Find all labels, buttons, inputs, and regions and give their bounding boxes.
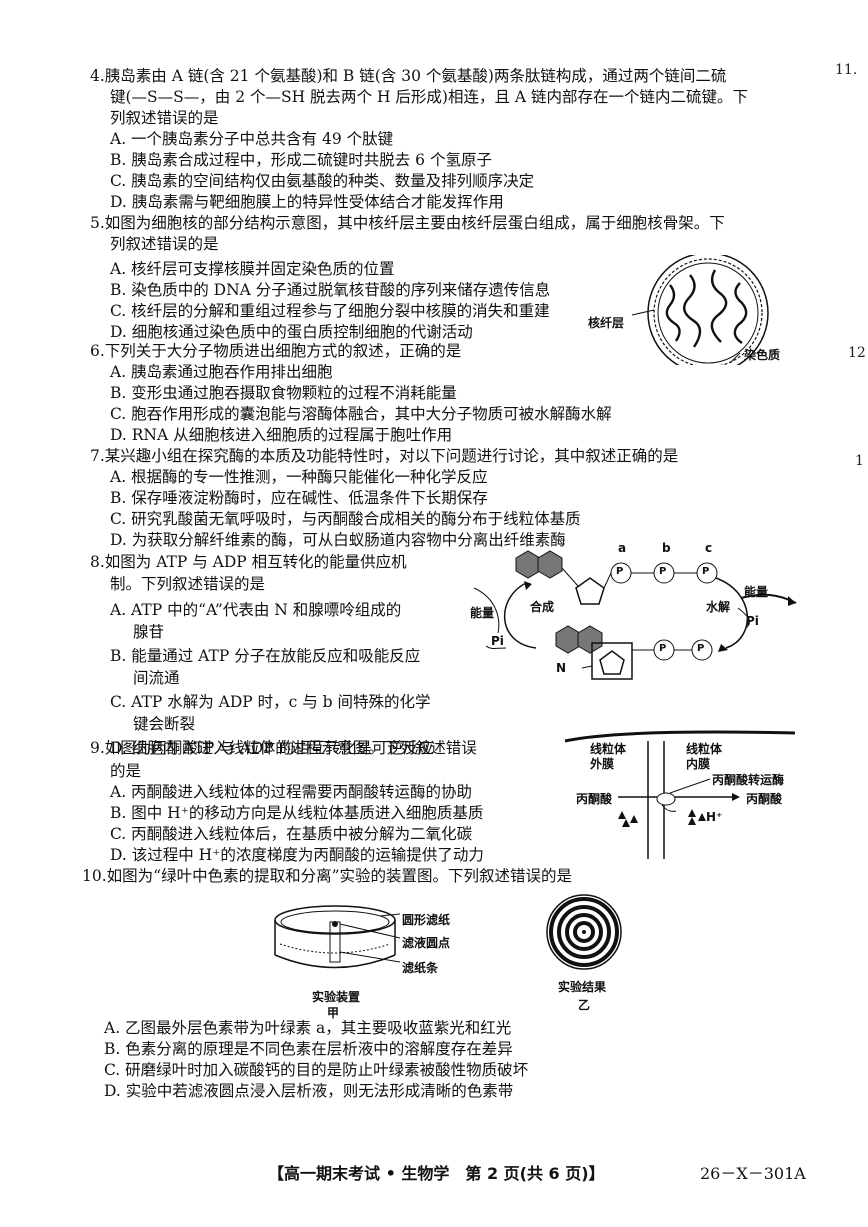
q10-options: A. 乙图最外层色素带为叶绿素 a，其主要吸收蓝紫光和红光 B. 色素分离的原理… — [104, 1018, 528, 1102]
atp-phosphate-2: P — [659, 566, 667, 577]
atp-energy-right: 能量 — [744, 585, 769, 599]
q4-stem-1: 4.胰岛素由 A 链(含 21 个氨基酸)和 B 链(含 30 个氨基酸)两条肽… — [90, 67, 727, 85]
q10-option-a: A. 乙图最外层色素带为叶绿素 a，其主要吸收蓝紫光和红光 — [104, 1019, 512, 1037]
q5-option-c: C. 核纤层的分解和重组过程参与了细胞分裂中核膜的消失和重建 — [110, 302, 550, 320]
q8-option-c-1: C. ATP 水解为 ADP 时，c 与 b 间特殊的化学 — [110, 693, 431, 711]
setup-caption: 实验装置 — [312, 990, 361, 1004]
chromatography-setup — [274, 905, 400, 969]
q10-option-c: C. 研磨绿叶时加入碳酸钙的目的是防止叶绿素被酸性物质破坏 — [104, 1061, 529, 1079]
atp-adp-diagram — [473, 550, 797, 680]
q10-stem: 10.如图为“绿叶中色素的提取和分离”实验的装置图。下列叙述错误的是 — [82, 867, 573, 885]
atp-label-b: b — [662, 541, 671, 555]
atp-synthesis-label: 合成 — [530, 600, 555, 614]
adp-n-label: N — [556, 661, 567, 675]
question-6: 6.下列关于大分子物质进出细胞方式的叙述，正确的是 A. 胰岛素通过胞吞作用排出… — [90, 341, 612, 446]
question-8: 8.如图为 ATP 与 ADP 相互转化的能量供应机 制。下列叙述错误的是 A.… — [90, 551, 434, 759]
mito-enzyme-label: 丙酮酸转运酶 — [712, 773, 785, 787]
setup-jia: 甲 — [327, 1006, 340, 1020]
q8-option-d: D. 细胞内 ATP 与 ADP 的相互转化是可逆反应 — [110, 739, 434, 757]
q7-option-c: C. 研究乳酸菌无氧呼吸时，与丙酮酸合成相关的酶分布于线粒体基质 — [110, 510, 581, 528]
q4-stem-2: 键(—S—S—，由 2 个—SH 脱去两个 H 后形成)相连，且 A 链内部存在… — [110, 88, 749, 106]
mito-inner-label: 线粒体内膜 — [686, 742, 723, 771]
q7-stem: 7.某兴趣小组在探究酶的本质及功能特性时，对以下问题进行讨论，其中叙述正确的是 — [90, 447, 679, 465]
q7-option-a: A. 根据酶的专一性推测，一种酶只能催化一种化学反应 — [110, 468, 488, 486]
q6-option-a: A. 胰岛素通过胞吞作用排出细胞 — [110, 363, 333, 381]
adp-phosphate-1: P — [659, 643, 667, 654]
q9-option-b: B. 图中 H⁺的移动方向是从线粒体基质进入细胞质基质 — [110, 804, 484, 822]
q8-stem-1: 8.如图为 ATP 与 ADP 相互转化的能量供应机 — [90, 553, 407, 571]
q8-option-b-1: B. 能量通过 ATP 分子在放能反应和吸能反应 — [110, 647, 421, 665]
q6-option-b: B. 变形虫通过胞吞摄取食物颗粒的过程不消耗能量 — [110, 384, 457, 402]
q5-option-a: A. 核纤层可支撑核膜并固定染色质的位置 — [110, 260, 395, 278]
atp-hydrolysis-label: 水解 — [706, 600, 731, 614]
question-5: 5.如图为细胞核的部分结构示意图，其中核纤层主要由核纤层蛋白组成，属于细胞核骨架… — [90, 213, 725, 343]
q5-stem-2: 列叙述错误的是 — [110, 235, 219, 253]
question-10: 10.如图为“绿叶中色素的提取和分离”实验的装置图。下列叙述错误的是 — [82, 866, 572, 887]
adp-phosphate-2: P — [697, 643, 705, 654]
q4-stem-3: 列叙述错误的是 — [110, 109, 219, 127]
q4-option-b: B. 胰岛素合成过程中，形成二硫键时共脱去 6 个氢原子 — [110, 151, 492, 169]
page-footer-title: 【高一期末考试 • 生物学 第 2 页(共 6 页)】 — [268, 1164, 605, 1183]
result-caption: 实验结果 — [558, 980, 607, 994]
q8-option-b-2: 间流通 — [133, 669, 180, 687]
edge-mark-mid: 12 — [848, 345, 866, 361]
q8-option-c-2: 键会断裂 — [133, 715, 196, 733]
edge-mark-lower: 1 — [855, 453, 864, 469]
setup-filter-paper-label: 圆形滤纸 — [402, 913, 451, 927]
question-7: 7.某兴趣小组在探究酶的本质及功能特性时，对以下问题进行讨论，其中叙述正确的是 … — [90, 446, 678, 551]
page-footer-code: 26－X－301A — [700, 1164, 806, 1183]
q9-option-c: C. 丙酮酸进入线粒体后，在基质中被分解为二氧化碳 — [110, 825, 473, 843]
atp-phosphate-1: P — [616, 566, 624, 577]
q8-option-a-2: 腺苷 — [133, 623, 165, 641]
q10-option-d: D. 实验中若滤液圆点浸入层析液，则无法形成清晰的色素带 — [104, 1082, 514, 1100]
nucleus-chromatin-label: 染色质 — [744, 348, 781, 362]
q4-option-c: C. 胰岛素的空间结构仅由氨基酸的种类、数量及排列顺序决定 — [110, 172, 535, 190]
mito-pyruvate-left: 丙酮酸 — [576, 792, 613, 806]
atp-pi-left: Pi — [491, 634, 504, 648]
mito-h-label: H⁺ — [706, 810, 723, 824]
q4-option-a: A. 一个胰岛素分子中总共含有 49 个肽键 — [110, 130, 394, 148]
q5-option-d: D. 细胞核通过染色质中的蛋白质控制细胞的代谢活动 — [110, 323, 473, 341]
q6-option-d: D. RNA 从细胞核进入细胞质的过程属于胞吐作用 — [110, 426, 453, 444]
q9-option-d: D. 该过程中 H⁺的浓度梯度为丙酮酸的运输提供了动力 — [110, 846, 484, 864]
q9-stem-1: 9.如图为丙酮酸进入线粒体的过程示意图。下列叙述错误 — [90, 739, 477, 757]
atp-energy-left: 能量 — [470, 606, 495, 620]
mito-outer-label: 线粒体外膜 — [590, 742, 627, 771]
q5-option-b: B. 染色质中的 DNA 分子通过脱氧核苷酸的序列来储存遗传信息 — [110, 281, 551, 299]
q7-option-b: B. 保存唾液淀粉酶时，应在碱性、低温条件下长期保存 — [110, 489, 488, 507]
q7-option-d: D. 为获取分解纤维素的酶，可从白蚁肠道内容物中分离出纤维素酶 — [110, 531, 566, 549]
result-yi: 乙 — [578, 998, 591, 1012]
edge-mark-top: 11. — [835, 62, 858, 78]
nucleus-lamina-label: 核纤层 — [588, 316, 625, 330]
question-9: 9.如图为丙酮酸进入线粒体的过程示意图。下列叙述错误 的是 A. 丙酮酸进入线粒… — [90, 738, 484, 866]
mito-pyruvate-right: 丙酮酸 — [746, 792, 783, 806]
q4-option-d: D. 胰岛素需与靶细胞膜上的特异性受体结合才能发挥作用 — [110, 193, 504, 211]
q8-option-a-1: A. ATP 中的“A”代表由 N 和腺嘌呤组成的 — [110, 601, 402, 619]
q10-option-b: B. 色素分离的原理是不同色素在层析液中的溶解度存在差异 — [104, 1040, 513, 1058]
q6-option-c: C. 胞吞作用形成的囊泡能与溶酶体融合，其中大分子物质可被水解酶水解 — [110, 405, 612, 423]
atp-label-a: a — [618, 541, 627, 555]
q6-stem: 6.下列关于大分子物质进出细胞方式的叙述，正确的是 — [90, 342, 462, 360]
atp-label-c: c — [705, 541, 713, 555]
q9-stem-2: 的是 — [110, 762, 142, 780]
q5-stem-1: 5.如图为细胞核的部分结构示意图，其中核纤层主要由核纤层蛋白组成，属于细胞核骨架… — [90, 214, 725, 232]
atp-phosphate-3: P — [702, 566, 710, 577]
q8-stem-2: 制。下列叙述错误的是 — [110, 575, 266, 593]
q9-option-a: A. 丙酮酸进入线粒体的过程需要丙酮酸转运酶的协助 — [110, 783, 473, 801]
chromatography-result — [546, 894, 622, 970]
nucleus-diagram — [631, 255, 769, 365]
setup-dot-label: 滤液圆点 — [402, 936, 451, 950]
question-4: 4.胰岛素由 A 链(含 21 个氨基酸)和 B 链(含 30 个氨基酸)两条肽… — [90, 66, 748, 213]
mitochondria-diagram — [564, 730, 796, 859]
setup-strip-label: 滤纸条 — [402, 961, 439, 975]
atp-pi-right: Pi — [746, 614, 759, 628]
